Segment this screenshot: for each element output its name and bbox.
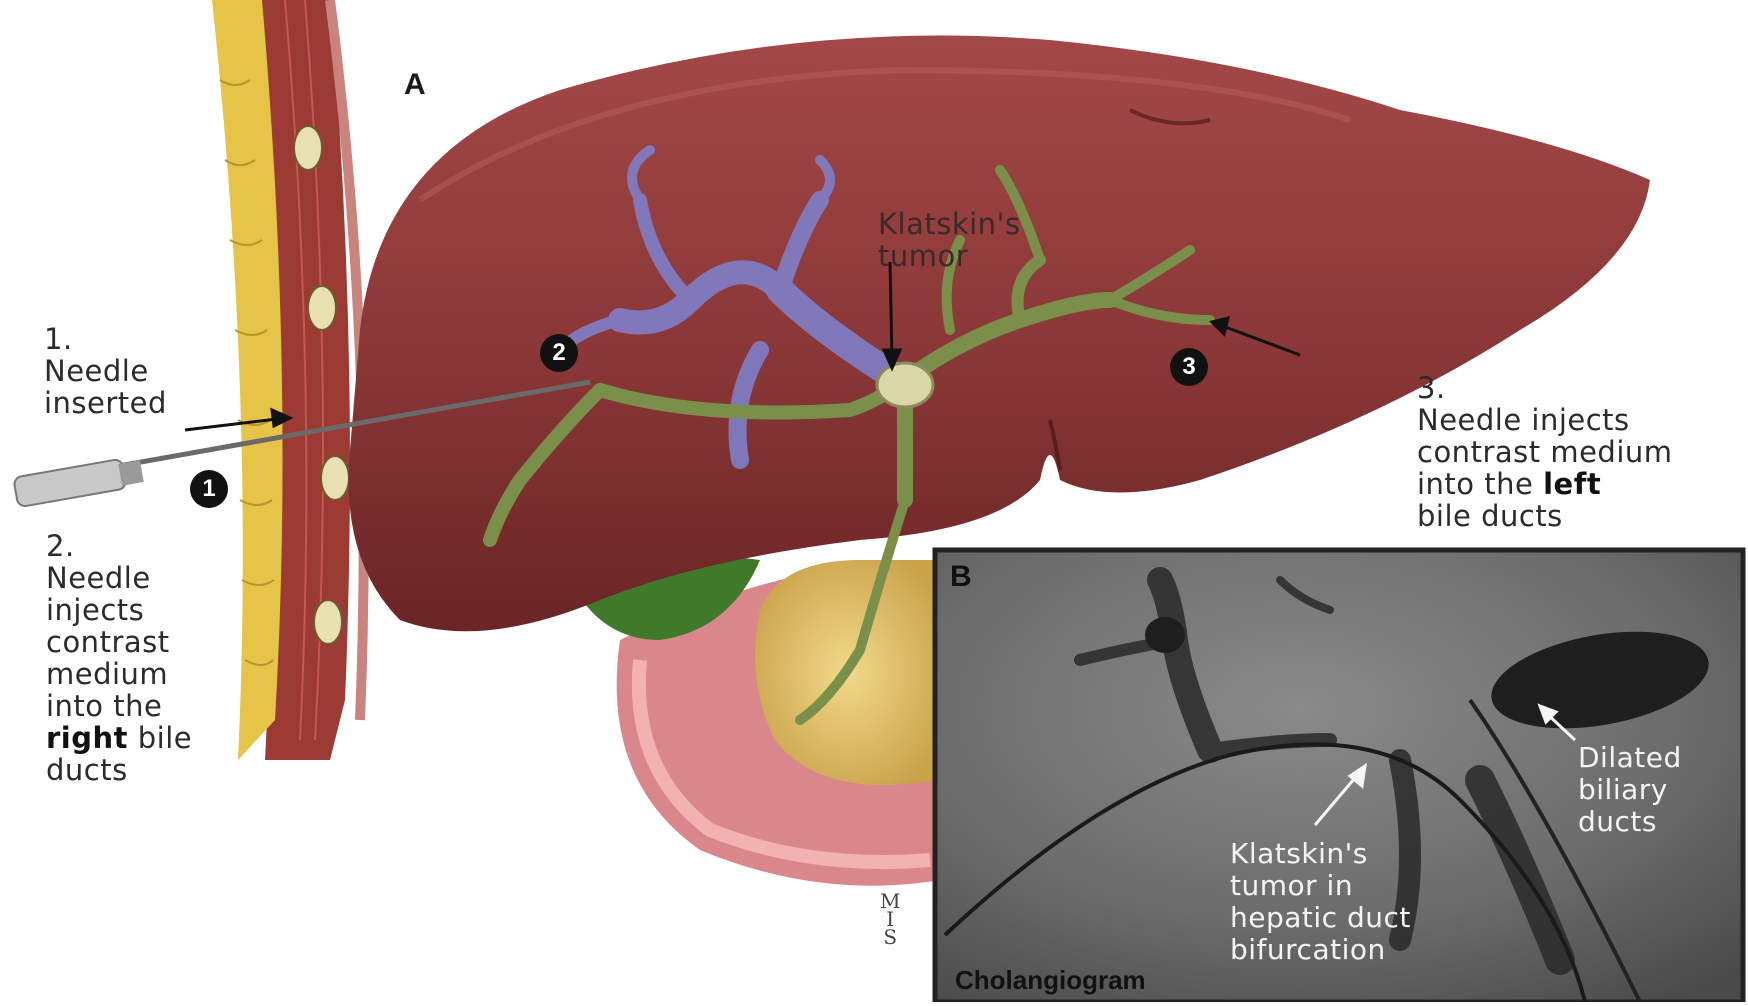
marker-1: 1 xyxy=(190,470,228,508)
tumor-label-line1: Klatskin's xyxy=(878,208,1021,240)
xray-tumor-line1: Klatskin's xyxy=(1230,838,1411,870)
panel-b-letter: B xyxy=(950,560,972,594)
step3-line4: bile ducts xyxy=(1417,500,1673,532)
tumor-label-line2: tumor xyxy=(878,240,1021,272)
step3-bold: left xyxy=(1543,467,1601,501)
marker-3: 3 xyxy=(1170,348,1208,386)
marker-2: 2 xyxy=(540,334,578,372)
step2-line1: Needle xyxy=(46,562,192,594)
step3-label: 3. Needle injects contrast medium into t… xyxy=(1417,372,1673,532)
dilated-line1: Dilated xyxy=(1578,742,1682,774)
dilated-line3: ducts xyxy=(1578,806,1682,838)
dilated-line2: biliary xyxy=(1578,774,1682,806)
step3-line1: Needle injects xyxy=(1417,404,1673,436)
step2-label: 2. Needle injects contrast medium into t… xyxy=(46,530,192,786)
step3-line2: contrast medium xyxy=(1417,436,1673,468)
step2-number: 2. xyxy=(46,530,192,562)
step2-line6-text: bile xyxy=(138,721,192,755)
panel-a-letter: A xyxy=(404,68,426,102)
step1-line1: Needle xyxy=(44,355,167,387)
step2-line7: ducts xyxy=(46,754,192,786)
step2-bold: right xyxy=(46,721,128,755)
step2-line3: contrast xyxy=(46,626,192,658)
step2-line4: medium xyxy=(46,658,192,690)
step2-line2: injects xyxy=(46,594,192,626)
step3-line3: into the left xyxy=(1417,468,1673,500)
step1-label: 1. Needle inserted xyxy=(44,323,167,419)
step2-line6: right bile xyxy=(46,722,192,754)
step3-number: 3. xyxy=(1417,372,1673,404)
xray-tumor-line2: tumor in xyxy=(1230,870,1411,902)
step3-line3-text: into the xyxy=(1417,467,1533,501)
tumor xyxy=(877,363,933,407)
xray-tumor-line3: hepatic duct xyxy=(1230,902,1411,934)
xray-tumor-line4: bifurcation xyxy=(1230,934,1411,966)
step1-line2: inserted xyxy=(44,387,167,419)
tumor-label: Klatskin's tumor xyxy=(878,208,1021,272)
step1-number: 1. xyxy=(44,323,167,355)
dilated-ducts-label: Dilated biliary ducts xyxy=(1578,742,1682,838)
step2-line5: into the xyxy=(46,690,192,722)
xray-tumor-label: Klatskin's tumor in hepatic duct bifurca… xyxy=(1230,838,1411,966)
cholangiogram-caption: Cholangiogram xyxy=(955,965,1146,996)
